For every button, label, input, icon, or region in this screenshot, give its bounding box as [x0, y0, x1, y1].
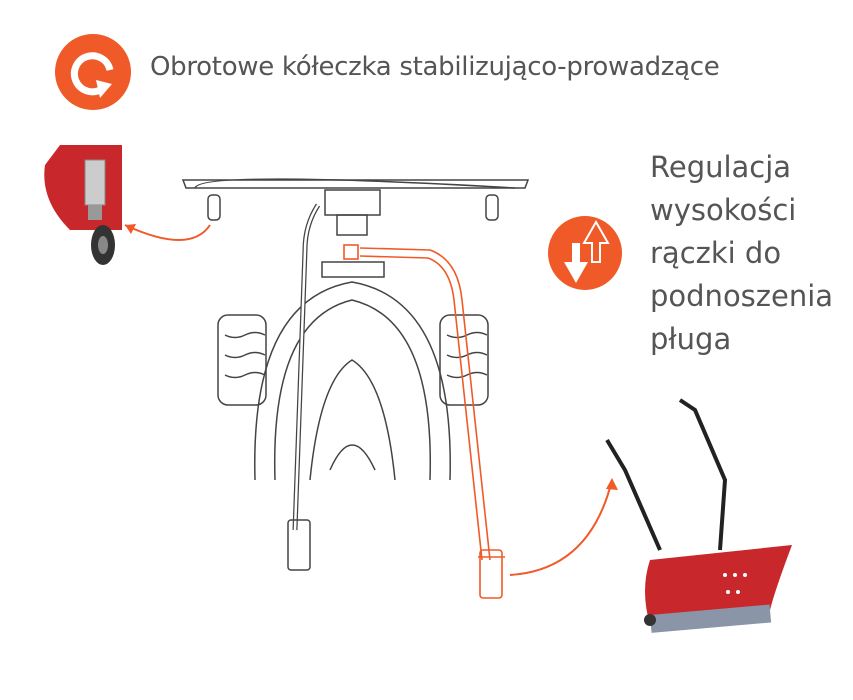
- rotate-arrow-icon: [55, 34, 131, 110]
- caption-line: podnoszenia: [650, 279, 834, 313]
- caption-line: pługa: [650, 322, 732, 356]
- mower-drawing: [181, 178, 530, 571]
- orange-adjustable-handle: [343, 244, 505, 599]
- caster-wheel-photo: [44, 145, 122, 265]
- caption-line: wysokości: [650, 193, 797, 227]
- plow-pointer-arrow: [509, 479, 613, 576]
- handle-adjustment-caption: Regulacja wysokości rączki do podnoszeni…: [650, 146, 833, 361]
- caster-pointer-arrow: [124, 224, 211, 241]
- caster-wheels-title: Obrotowe kółeczka stabilizująco-prowadzą…: [150, 52, 720, 82]
- plow-photo: [605, 398, 792, 633]
- caption-line: rączki do: [650, 236, 782, 270]
- caption-line: Regulacja: [650, 150, 792, 184]
- up-down-arrows-icon: [548, 216, 622, 290]
